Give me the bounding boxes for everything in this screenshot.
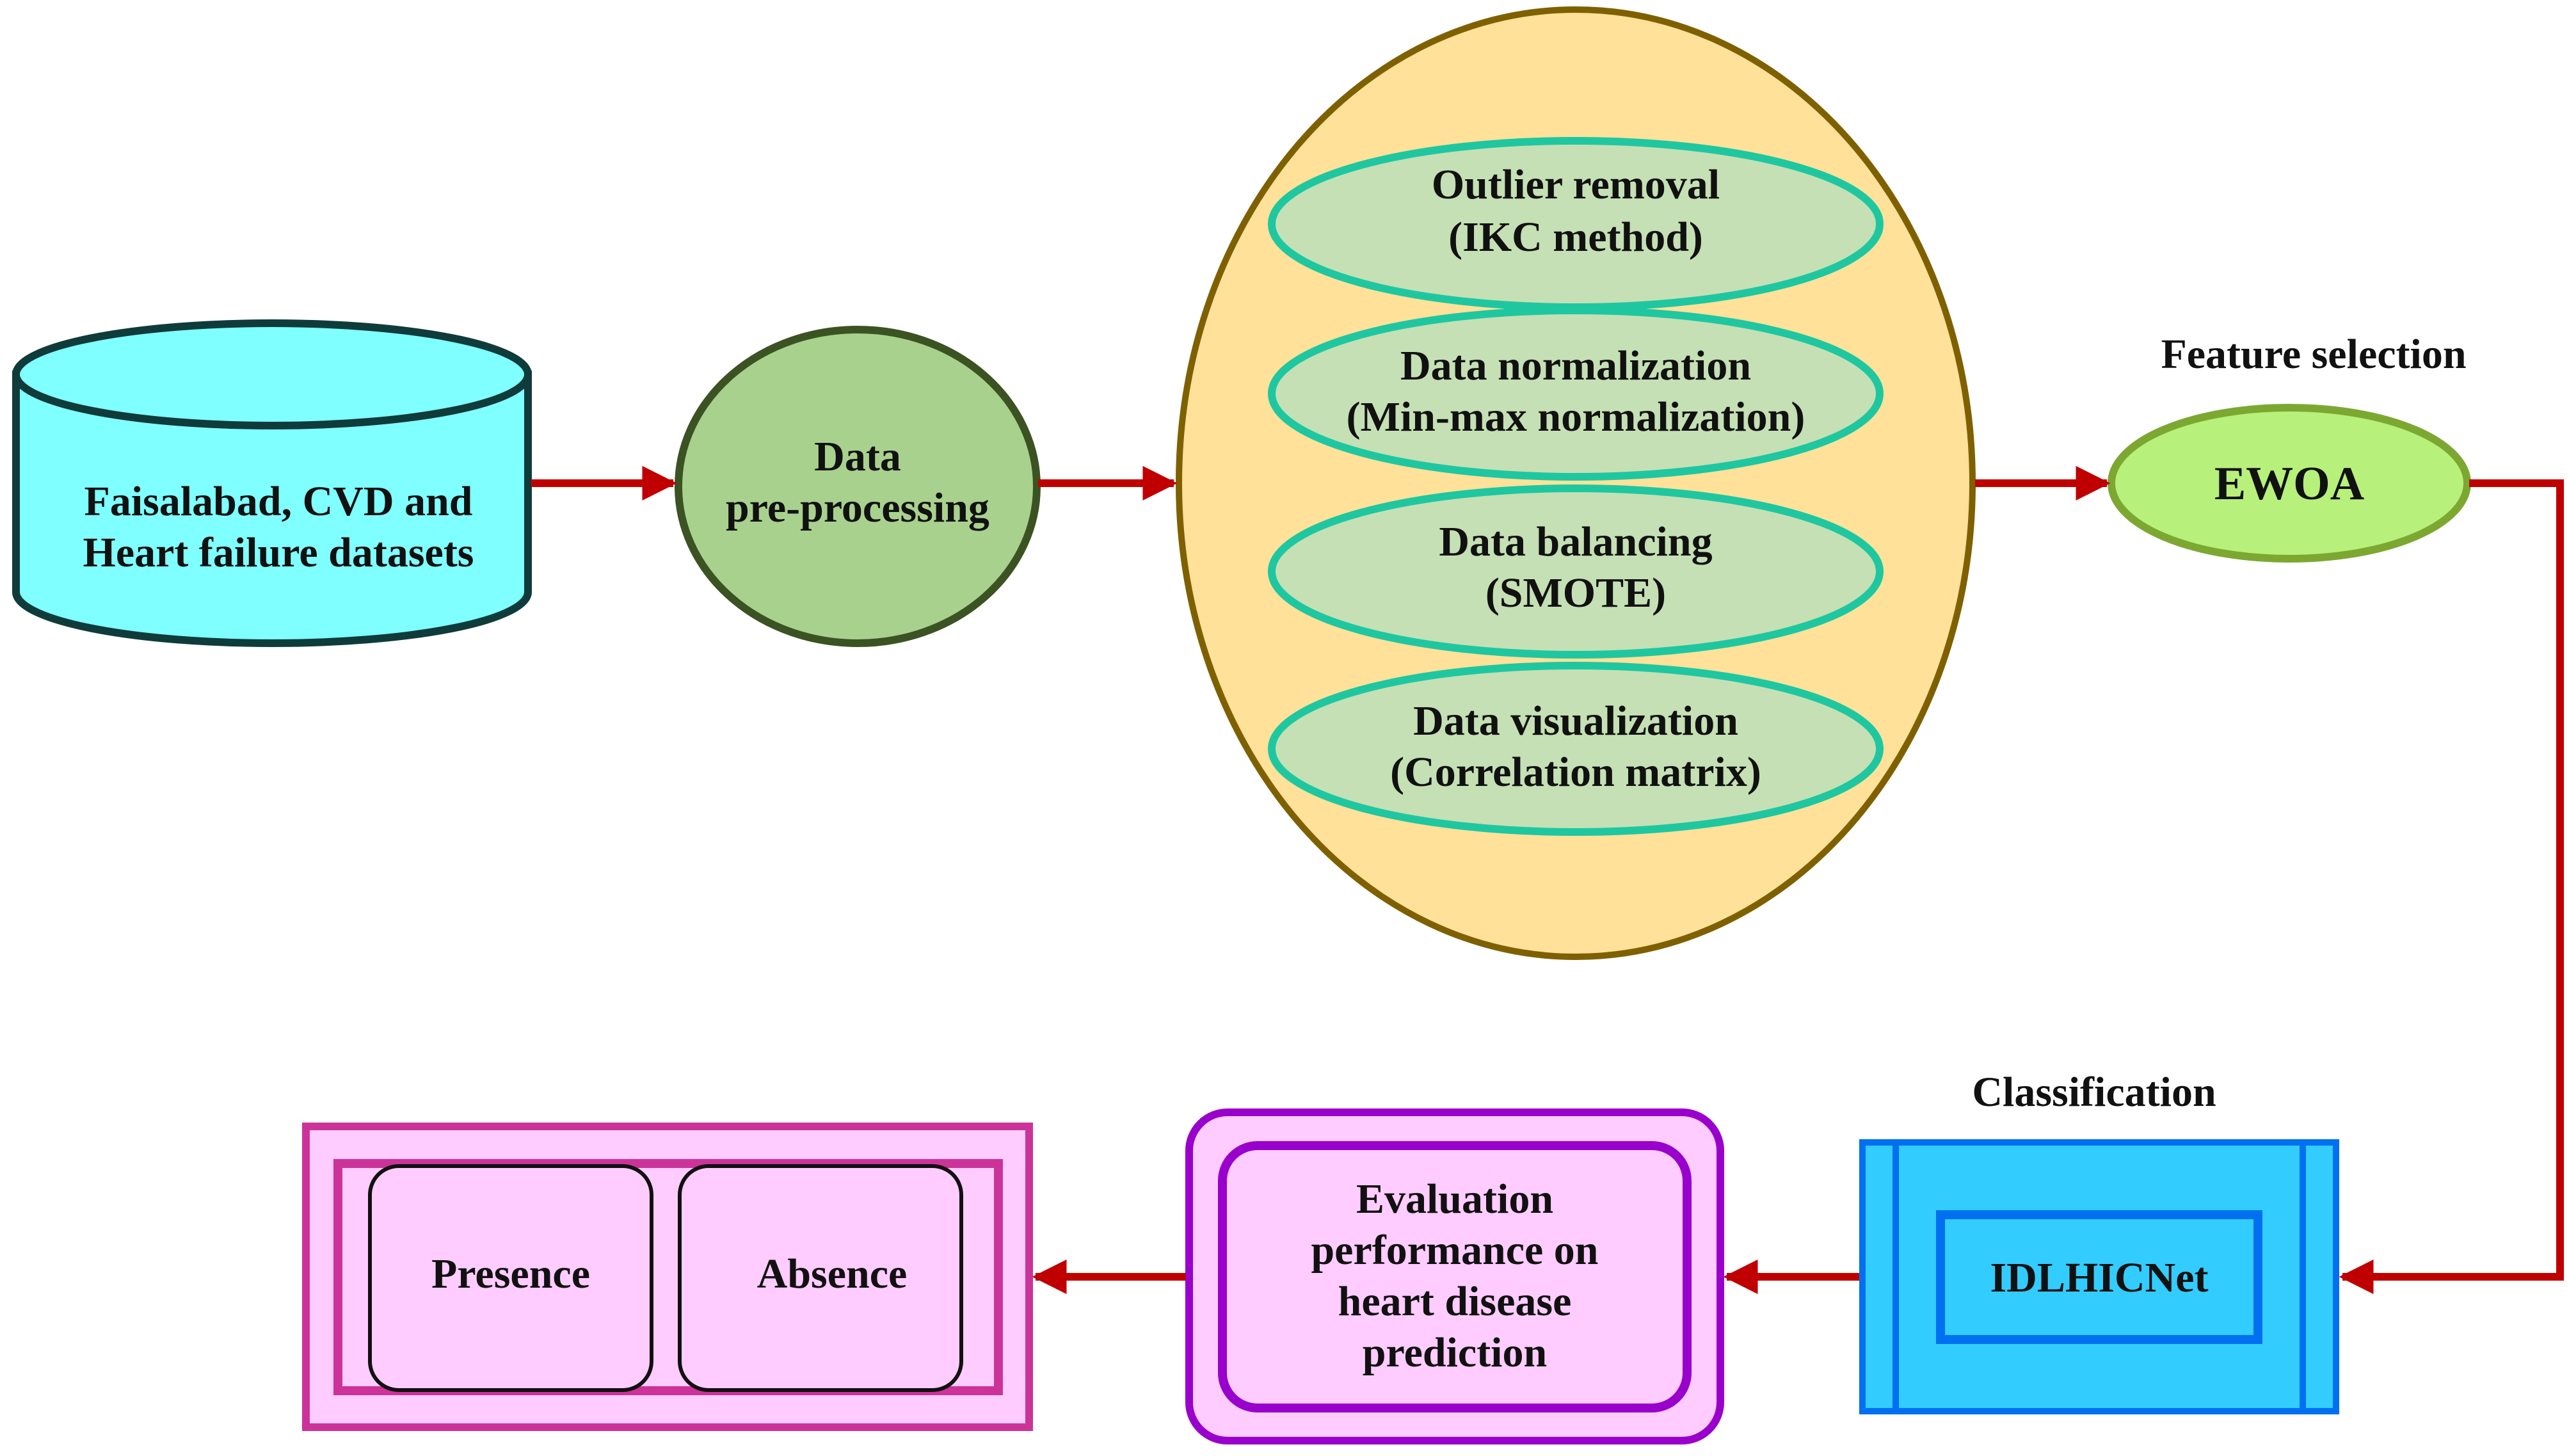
classifier-inner-box	[1936, 1210, 2262, 1344]
database-cylinder-body	[12, 371, 532, 647]
classifier-label: IDLHICNet	[1990, 1254, 2209, 1301]
datasets-database: Faisalabad, CVD and Heart failure datase…	[12, 319, 532, 647]
preprocessing-label-line1: Data	[814, 433, 901, 480]
step-ellipse	[1268, 307, 1884, 481]
step-label-line2: (Min-max normalization)	[1347, 394, 1805, 440]
presence-label: Presence	[431, 1251, 590, 1297]
preprocessing-label-line2: pre-processing	[726, 484, 989, 531]
ewoa-ellipse	[2108, 404, 2471, 563]
preprocessing-node: Data pre-processing	[675, 326, 1041, 647]
step-label-line1: Data visualization	[1413, 698, 1738, 744]
preprocessing-circle	[675, 326, 1041, 647]
classification-title: Classification	[1972, 1069, 2216, 1116]
connectors	[531, 466, 2564, 1294]
step-label-line1: Data balancing	[1439, 518, 1712, 565]
step-ellipse	[1268, 662, 1884, 836]
evaluation-inner-box	[1218, 1141, 1692, 1412]
classification-node: Classification IDLHICNet	[1859, 1069, 2339, 1414]
step-data-normalization: Data normalization (Min-max normalizatio…	[1268, 307, 1884, 481]
preprocessing-steps-group: Outlier removal (IKC method) Data normal…	[1176, 6, 1976, 960]
arrow-ewoa-to-classifier	[2339, 479, 2564, 1294]
step-label-line2: (IKC method)	[1448, 214, 1703, 260]
step-outlier-removal: Outlier removal (IKC method)	[1268, 137, 1884, 311]
output-node: Presence Absence	[302, 1123, 1033, 1431]
step-label-line2: (Correlation matrix)	[1390, 749, 1761, 796]
evaluation-label-line4: prediction	[1363, 1329, 1547, 1376]
step-label-line1: Data normalization	[1400, 342, 1751, 389]
evaluation-label-line1: Evaluation	[1356, 1176, 1553, 1222]
database-label-line1: Faisalabad, CVD and	[84, 478, 473, 525]
absence-box	[678, 1164, 963, 1392]
step-ellipse	[1268, 484, 1884, 659]
step-data-visualization: Data visualization (Correlation matrix)	[1268, 662, 1884, 836]
step-label-line2: (SMOTE)	[1485, 570, 1666, 616]
step-label-line1: Outlier removal	[1432, 161, 1720, 208]
feature-selection-node: Feature selection EWOA	[2108, 331, 2471, 563]
evaluation-node: Evaluation performance on heart disease …	[1185, 1108, 1724, 1444]
step-data-balancing: Data balancing (SMOTE)	[1268, 484, 1884, 659]
ewoa-label: EWOA	[2214, 458, 2364, 510]
absence-label: Absence	[757, 1251, 908, 1297]
evaluation-label-line2: performance on	[1311, 1227, 1598, 1274]
evaluation-label-line3: heart disease	[1338, 1278, 1572, 1325]
database-cylinder-top	[12, 319, 532, 429]
feature-selection-title: Feature selection	[2161, 331, 2466, 378]
presence-box	[368, 1164, 653, 1392]
database-label-line2: Heart failure datasets	[83, 529, 474, 576]
